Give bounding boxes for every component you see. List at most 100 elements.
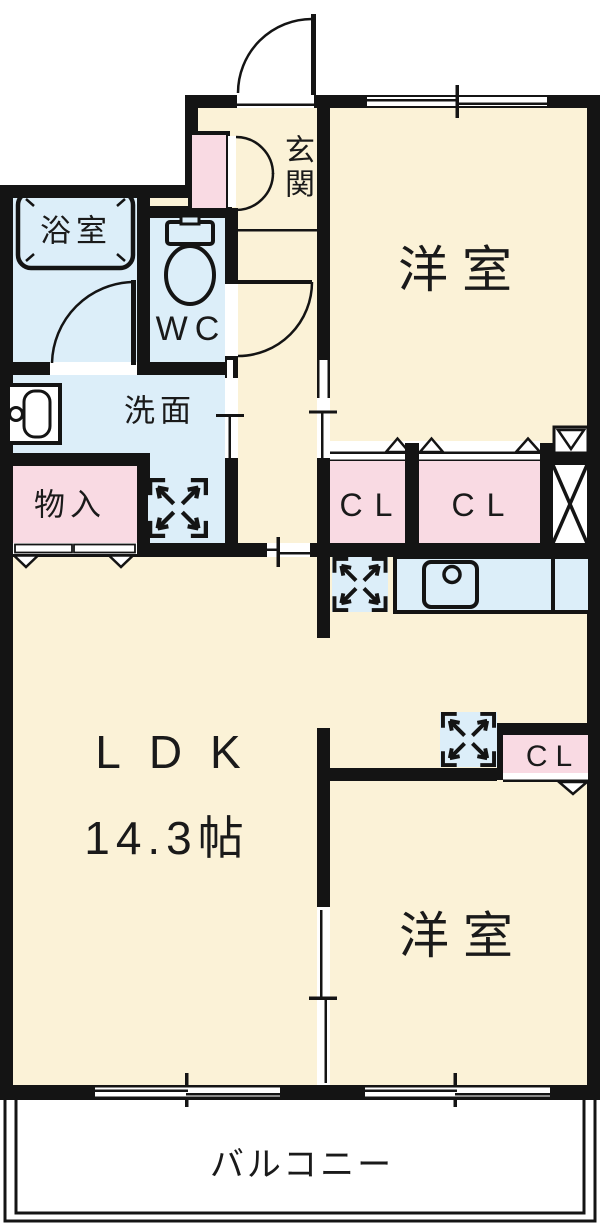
door-center-tick bbox=[276, 537, 280, 567]
bath-door-opening bbox=[50, 362, 137, 375]
kitchen-counter bbox=[393, 555, 592, 614]
bathroom-label: 浴室 bbox=[40, 213, 112, 249]
bedroom2-door-opening bbox=[317, 907, 330, 1085]
closet1-floor bbox=[330, 461, 405, 543]
wall-closet-ps-divider bbox=[540, 443, 553, 543]
fold-door-triangle-icon bbox=[10, 554, 42, 569]
fold-door-line bbox=[503, 779, 588, 782]
sliding-door-line bbox=[321, 412, 324, 458]
bath-door-leaf bbox=[131, 280, 136, 365]
storage-label: 物入 bbox=[34, 487, 106, 523]
closet-row bbox=[330, 425, 600, 544]
wall-dining-lower bbox=[317, 728, 330, 780]
bathroom-floor bbox=[13, 198, 137, 362]
fold-direction-box bbox=[332, 557, 388, 612]
fold-door-triangle-icon bbox=[513, 436, 543, 454]
bedroom-lower-label: 洋室 bbox=[399, 908, 527, 964]
kitchen-faucet-icon bbox=[442, 564, 462, 585]
fixtures bbox=[6, 189, 216, 445]
toilet-button-icon bbox=[179, 214, 201, 226]
sliding-door-panel bbox=[319, 360, 328, 398]
door-center-tick bbox=[216, 414, 244, 417]
washbasin-faucet-icon bbox=[8, 406, 24, 422]
ldk-label: LDK bbox=[95, 726, 269, 778]
closet3-floor bbox=[503, 735, 588, 773]
bedroom-upper-label: 洋室 bbox=[398, 242, 526, 298]
wall-storage-top bbox=[10, 453, 150, 466]
closet1-label: CL bbox=[339, 487, 405, 523]
wc-door-opening bbox=[225, 284, 238, 356]
closet-lower bbox=[503, 735, 591, 796]
storage-door-panel bbox=[14, 543, 73, 554]
wc-door-swing-arc bbox=[237, 281, 314, 358]
shoe-cabinet bbox=[188, 131, 230, 212]
door-center-tick bbox=[309, 410, 337, 414]
fold-direction-box bbox=[440, 712, 497, 767]
entrance-opening bbox=[237, 95, 314, 108]
fold-door-triangle-icon bbox=[555, 780, 591, 796]
window-top-pane bbox=[456, 102, 547, 105]
fold-door-triangle-icon bbox=[383, 436, 412, 454]
wall-closet3-top bbox=[497, 723, 600, 736]
sliding-door-line bbox=[320, 910, 323, 998]
storage-door-panel bbox=[73, 543, 136, 554]
fold-door-strip bbox=[503, 773, 588, 782]
shoe-cabinet-door-gap bbox=[228, 136, 236, 207]
entrance-door-swing-arc bbox=[236, 17, 313, 94]
balcony-floor bbox=[0, 1100, 600, 1225]
ldk-size-label: 14.3帖 bbox=[84, 812, 250, 864]
window-bottom-right-pane bbox=[365, 1087, 550, 1097]
storage-floor bbox=[13, 466, 137, 543]
closet3-label: CL bbox=[525, 740, 581, 773]
wall-closet-divider bbox=[405, 443, 419, 543]
balcony-label: バルコニー bbox=[209, 1146, 395, 1184]
sliding-door-line bbox=[324, 998, 327, 1083]
cabinet-door-arc bbox=[235, 172, 275, 212]
wall-hall-bedroom1-upper bbox=[317, 108, 330, 398]
fold-direction-symbols bbox=[148, 478, 497, 767]
wall-bedroom2-top bbox=[317, 768, 497, 781]
closet2-floor bbox=[419, 461, 540, 543]
closet-top-edge bbox=[330, 459, 540, 462]
bathtub-icon bbox=[15, 189, 136, 271]
washbasin-icon bbox=[6, 383, 62, 445]
wall-right-outer bbox=[587, 95, 600, 1100]
toilet-bowl-icon bbox=[164, 244, 216, 306]
wall-storage-right bbox=[137, 453, 150, 557]
window-pane bbox=[186, 1093, 280, 1096]
bath-door-swing-arc bbox=[50, 280, 134, 364]
wc-door-leaf bbox=[238, 280, 312, 284]
wall-bedroom2-left bbox=[317, 780, 330, 907]
entrance-threshold-line bbox=[237, 103, 314, 106]
door-center-tick bbox=[309, 996, 337, 1000]
fold-door-triangle-icon bbox=[105, 554, 137, 569]
window-center-tick bbox=[455, 85, 459, 118]
entrance-door-leaf bbox=[311, 14, 316, 95]
window-top-pane bbox=[367, 99, 458, 102]
window-pane bbox=[455, 1093, 550, 1096]
wall-left-outer bbox=[0, 185, 13, 1100]
balcony-area bbox=[0, 1073, 600, 1225]
wc-label: WC bbox=[155, 310, 227, 348]
sliding-door-line bbox=[279, 552, 310, 555]
washroom-label: 洗面 bbox=[124, 393, 196, 429]
cabinet-door-arc bbox=[235, 135, 275, 175]
wall-wc-hall-1 bbox=[225, 208, 238, 284]
wall-ps-top bbox=[540, 453, 600, 465]
sliding-door-panel bbox=[227, 360, 233, 378]
sliding-door-line bbox=[267, 548, 280, 551]
closet2-label: CL bbox=[451, 487, 517, 523]
hatch-triangle-icon bbox=[555, 428, 587, 452]
swing-doors bbox=[50, 280, 314, 365]
fold-door-triangle-icon bbox=[417, 436, 446, 454]
wall-wash-hall bbox=[225, 458, 238, 557]
kitchen-sink-icon bbox=[422, 560, 479, 609]
entrance-step-line bbox=[237, 229, 317, 232]
window-pane bbox=[365, 1089, 457, 1092]
wall-bath-wc-divider bbox=[137, 198, 150, 375]
pipe-space-x-icon bbox=[551, 464, 589, 544]
washroom-door-opening bbox=[225, 378, 238, 458]
sliding-door-line bbox=[228, 416, 231, 458]
